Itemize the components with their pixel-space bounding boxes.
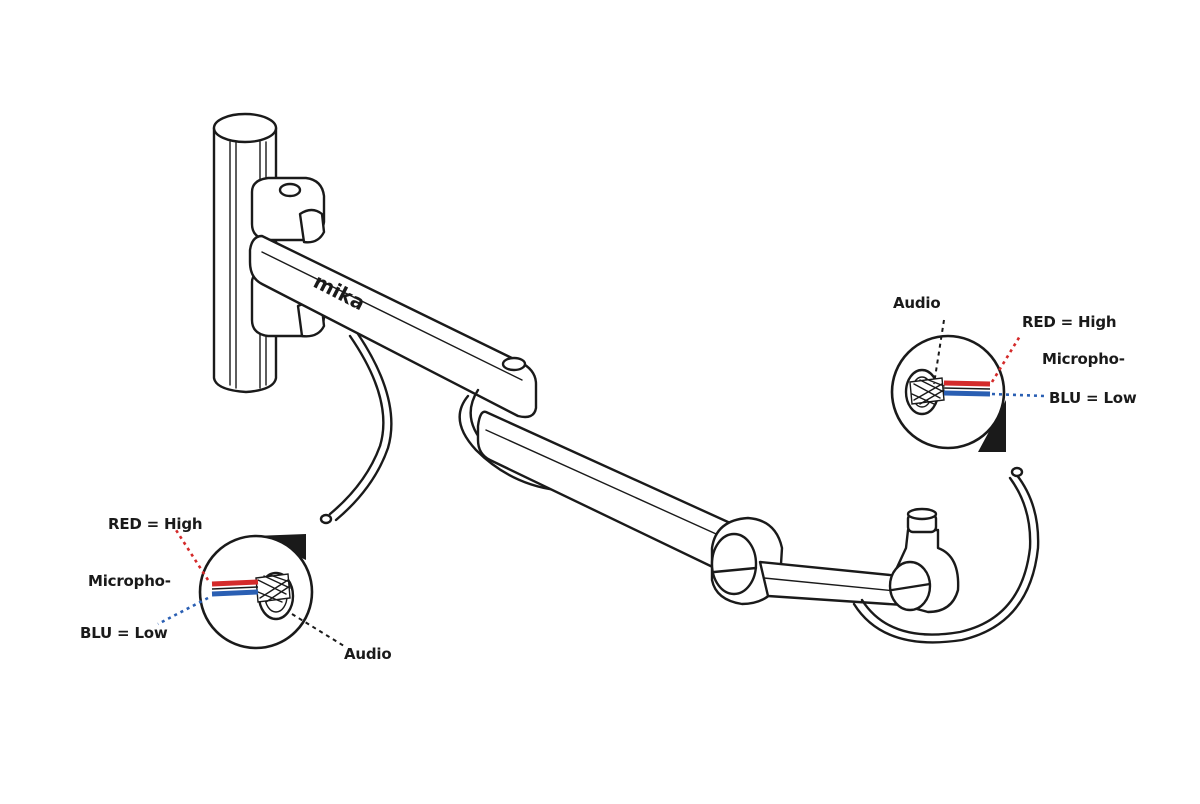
cable-right [852, 472, 1040, 644]
callout-right-audio-label: Audio [893, 294, 941, 312]
callout-right-blu-label: BLU = Low [1049, 389, 1137, 407]
cable-loop [458, 394, 558, 492]
upper-arm [248, 234, 538, 419]
callout-left-blu-label: BLU = Low [80, 624, 168, 642]
callout-left-red-label: RED = High [108, 515, 203, 533]
pole-clamp-top [250, 176, 326, 244]
callout-left-mic-label: Micropho- [88, 572, 171, 590]
callout-right [890, 319, 1045, 452]
callout-right-red-label: RED = High [1022, 313, 1117, 331]
cable-left [328, 334, 385, 516]
callout-left [157, 529, 345, 650]
mic-mount [888, 507, 960, 614]
callout-left-audio-label: Audio [344, 645, 392, 663]
callout-right-mic-label: Micropho- [1042, 350, 1125, 368]
